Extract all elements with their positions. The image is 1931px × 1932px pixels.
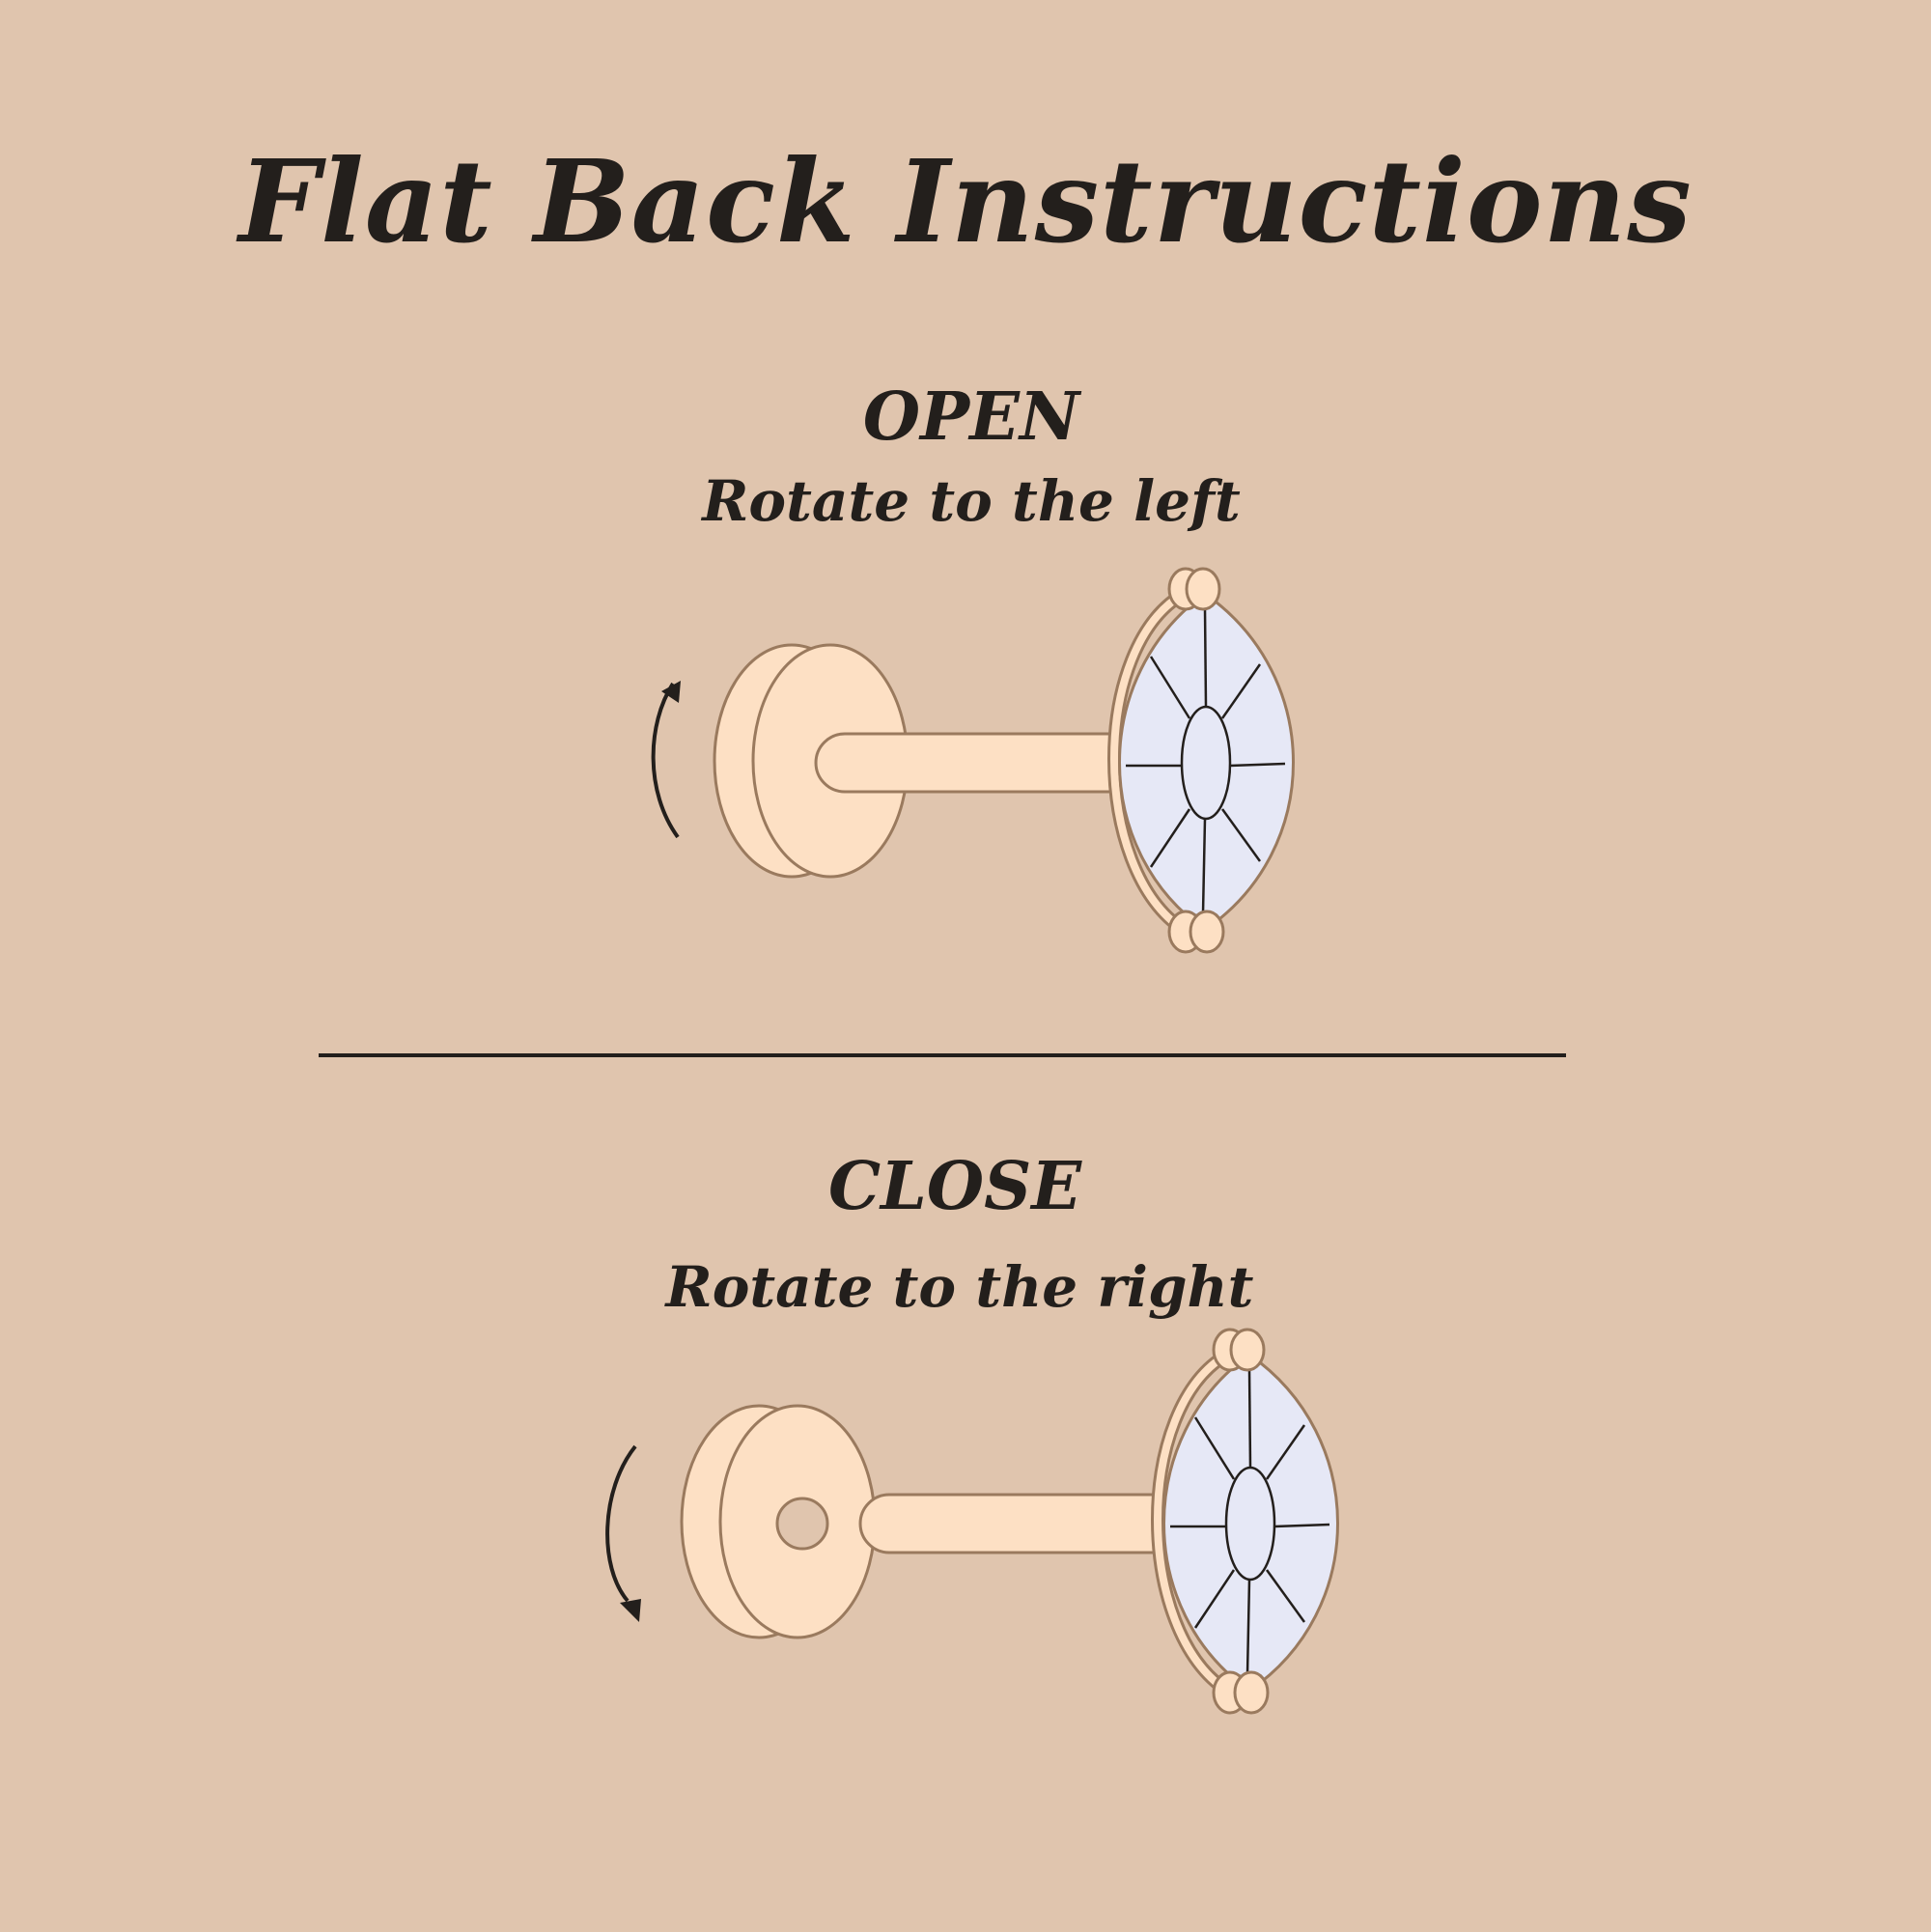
open-heading: OPEN [862,378,1080,456]
earring-post [814,732,1122,794]
earring-post [858,1493,1165,1554]
page-title: Flat Back Instructions [238,134,1693,268]
close-instruction: Rotate to the right [665,1254,1254,1320]
curved-arrow-up-icon [651,681,681,839]
marquise-gem [1151,1328,1339,1715]
open-earring-diagram [651,567,1295,954]
open-instruction: Rotate to the left [702,468,1241,534]
close-earring-diagram [605,1328,1339,1715]
curved-arrow-down-icon [605,1444,641,1622]
section-divider [319,1053,1566,1057]
marquise-gem [1107,567,1295,954]
flat-back-disc [680,1404,877,1639]
close-heading: CLOSE [827,1148,1082,1225]
